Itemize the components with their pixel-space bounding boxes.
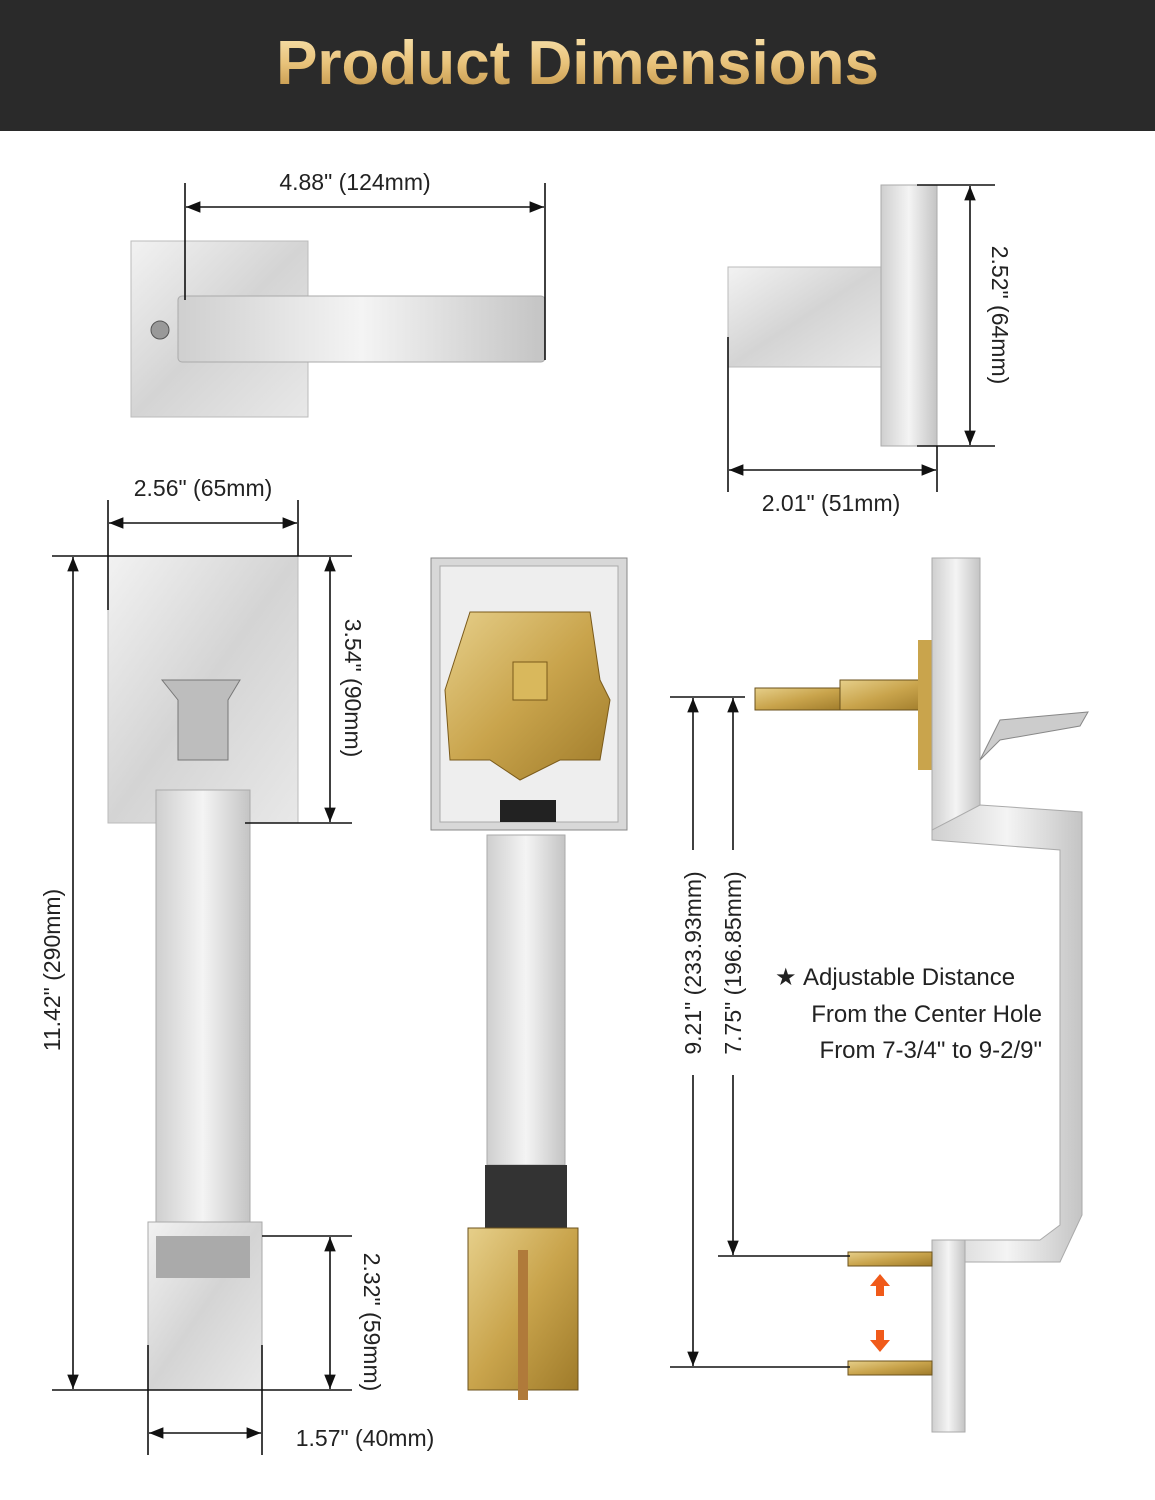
- note-line-3: From 7-3/4" to 9-2/9": [820, 1037, 1042, 1064]
- page-title: Product Dimensions: [0, 28, 1155, 99]
- handleset-side-view: [754, 557, 1089, 1433]
- dim-bottom-height: 2.32" (59mm): [359, 1253, 385, 1392]
- handleset-front-view: [107, 555, 299, 1391]
- star-icon: ★: [775, 964, 797, 991]
- dim-rose-height: 2.52" (64mm): [987, 246, 1013, 385]
- thumb-lever: [160, 679, 241, 761]
- dim-plate-height: 3.54" (90mm): [340, 619, 366, 758]
- handleset-back-view: [430, 557, 628, 1400]
- dim-plate-width: 2.56" (65mm): [134, 475, 273, 501]
- dim-overall-height: 11.42" (290mm): [39, 889, 65, 1051]
- screw-icon: [150, 320, 170, 340]
- note-line-2: From the Center Hole: [811, 1001, 1042, 1028]
- dim-lever-length: 4.88" (124mm): [279, 169, 430, 195]
- dim-min-center-distance: 7.75" (196.85mm): [720, 871, 746, 1054]
- arrow-down-icon: [870, 1330, 890, 1352]
- lever-side-view: [727, 184, 938, 447]
- note-line-1: Adjustable Distance: [803, 964, 1015, 991]
- dim-max-center-distance: 9.21" (233.93mm): [680, 871, 706, 1054]
- lever-front-view: [130, 240, 546, 418]
- dim-lever-projection: 2.01" (51mm): [762, 490, 901, 516]
- dim-bottom-width: 1.57" (40mm): [296, 1425, 435, 1451]
- dimension-lines: [52, 183, 995, 1455]
- header-bar: Product Dimensions: [0, 0, 1155, 131]
- arrow-up-icon: [870, 1274, 890, 1296]
